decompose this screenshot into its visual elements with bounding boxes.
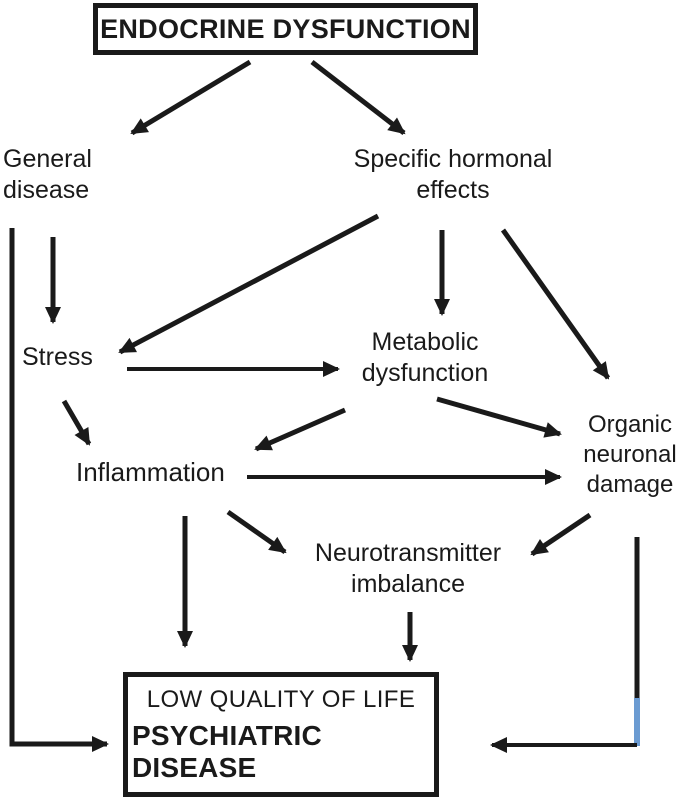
arrow-metabolic-to-inflammation xyxy=(254,407,347,452)
node-stress: Stress xyxy=(22,343,93,371)
node-outcome: LOW QUALITY OF LIFE PSYCHIATRIC DISEASE xyxy=(123,672,439,797)
arrow-metabolic-to-organic xyxy=(436,396,562,438)
arrow-endocrine-to-specific xyxy=(310,60,406,135)
outcome-low-quality-label: LOW QUALITY OF LIFE xyxy=(146,686,416,713)
arrow-specific-to-organic xyxy=(500,228,611,380)
node-endocrine-dysfunction: ENDOCRINE DYSFUNCTION xyxy=(93,3,478,55)
arrow-inflammation-to-neurotransmitter xyxy=(226,509,287,555)
arrow-organic-to-neurotransmitter xyxy=(530,512,592,557)
outcome-psychiatric-disease-label: PSYCHIATRIC DISEASE xyxy=(132,720,322,783)
node-metabolic-dysfunction: Metabolic dysfunction xyxy=(361,328,489,387)
arrow-specific-to-stress xyxy=(118,213,380,355)
node-organic-neuronal-damage: Organic neuronal damage xyxy=(583,411,677,498)
arrow-endocrine-to-general xyxy=(130,59,252,136)
node-inflammation: Inflammation xyxy=(76,457,225,487)
node-general-disease: General disease xyxy=(3,145,92,204)
node-specific-hormonal-effects: Specific hormonal effects xyxy=(353,145,553,204)
node-neurotransmitter-imbalance: Neurotransmitter imbalance xyxy=(314,539,502,598)
arrow-stress-to-inflammation xyxy=(61,399,92,446)
arrow-general-to-psychiatric xyxy=(9,228,109,752)
node-endocrine-dysfunction-label: ENDOCRINE DYSFUNCTION xyxy=(100,13,471,44)
